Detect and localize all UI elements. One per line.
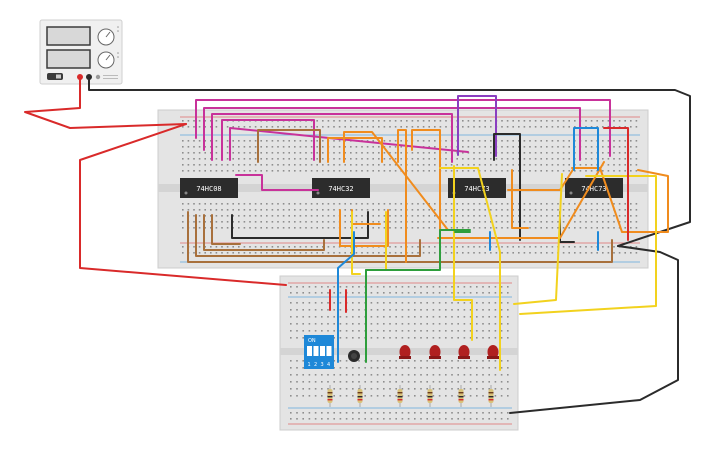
ic-74hc08[interactable]: 74HC08 <box>180 178 238 198</box>
ic-label: 74HC73 <box>581 185 606 193</box>
wire-orange-8[interactable] <box>507 167 575 191</box>
wire-magenta-3[interactable] <box>211 113 453 163</box>
ground-terminal[interactable] <box>95 74 101 80</box>
led-1[interactable] <box>399 345 411 359</box>
wire-brown-3[interactable] <box>203 214 325 251</box>
wire-orange-5[interactable] <box>437 161 605 239</box>
resistor-band <box>488 399 494 401</box>
resistor-band <box>397 399 403 401</box>
wire-yellow-1[interactable] <box>439 167 501 371</box>
resistor-band <box>458 399 464 401</box>
resistor-band <box>327 396 333 398</box>
wire-brown-5[interactable] <box>211 214 241 245</box>
wire-yellow-2[interactable] <box>453 165 473 341</box>
resistor-band <box>357 392 363 394</box>
led-3[interactable] <box>458 345 470 359</box>
ic-74hc32[interactable]: 74HC32 <box>312 178 370 198</box>
voltage-display <box>46 26 91 46</box>
wire-blue-1[interactable] <box>337 231 355 363</box>
wire-orange-1[interactable] <box>327 137 383 163</box>
resistor-band <box>427 392 433 394</box>
dip-pos-4: 4 <box>327 362 330 368</box>
wire-black-1[interactable] <box>493 133 521 241</box>
ic-label: 74HC32 <box>328 185 353 193</box>
resistor-band <box>458 392 464 394</box>
wire-magenta-2[interactable] <box>203 107 581 161</box>
resistor-band <box>488 392 494 394</box>
resistor-band <box>357 396 363 398</box>
wire-orange-3[interactable] <box>397 129 407 263</box>
wire-black-lower-ground[interactable] <box>509 245 679 414</box>
wire-purple[interactable] <box>457 95 497 157</box>
wire-magenta-4[interactable] <box>221 119 315 161</box>
resistor-band <box>427 399 433 401</box>
dip-toggle-3[interactable] <box>320 346 325 356</box>
wire-orange-6[interactable] <box>339 209 389 247</box>
resistor-band <box>327 392 333 394</box>
wire-black-ground[interactable] <box>88 79 691 247</box>
dip-toggle-4[interactable] <box>326 346 332 356</box>
wire-magenta-5[interactable] <box>229 127 469 161</box>
push-button[interactable] <box>348 350 360 362</box>
dip-pos-1: 1 <box>308 362 311 368</box>
wire-yellow-3[interactable] <box>513 173 563 305</box>
resistor-band <box>397 392 403 394</box>
resistor-band <box>357 399 363 401</box>
dip-pos-3: 3 <box>321 362 324 368</box>
wire-orange-9[interactable] <box>571 167 669 233</box>
resistor-band <box>327 399 333 401</box>
negative-terminal[interactable] <box>86 74 92 80</box>
wire-yellow-5[interactable] <box>351 211 361 275</box>
wire-red-power[interactable] <box>24 79 187 129</box>
positive-terminal[interactable] <box>77 74 83 80</box>
led-4[interactable] <box>487 345 499 359</box>
resistor-band <box>427 396 433 398</box>
led-2[interactable] <box>429 345 441 359</box>
wire-brown-2[interactable] <box>195 214 421 257</box>
ic-74hc73-a[interactable]: 74HC73 <box>448 178 506 198</box>
resistor-band <box>458 396 464 398</box>
dip-switch-on-label: ON <box>308 338 316 344</box>
wire-brown-4[interactable] <box>257 129 321 163</box>
wire-red-vcc[interactable] <box>603 127 629 241</box>
wire-blue-3[interactable] <box>573 127 599 171</box>
wire-orange-10[interactable] <box>511 169 529 229</box>
wire-magenta-6[interactable] <box>235 174 319 191</box>
dip-toggle-2[interactable] <box>313 346 319 356</box>
resistors[interactable] <box>327 385 494 407</box>
dip-switch[interactable]: ON 1 2 3 4 <box>304 335 334 369</box>
wire-green-1[interactable] <box>365 229 471 271</box>
power-supply[interactable] <box>39 19 123 85</box>
resistor-band <box>397 396 403 398</box>
wire-yellow-4[interactable] <box>519 175 657 315</box>
wire-brown-1[interactable] <box>187 211 613 263</box>
dip-toggle-1[interactable] <box>307 346 312 356</box>
resistor-band <box>488 396 494 398</box>
ic-label: 74HC08 <box>196 185 221 193</box>
ic-label: 74HC73 <box>464 185 489 193</box>
wire-orange-2[interactable] <box>343 131 449 231</box>
lower-breadboard-holes[interactable] <box>290 286 509 420</box>
wire-red-lower[interactable] <box>79 123 287 286</box>
current-display <box>46 49 91 69</box>
dip-pos-2: 2 <box>314 362 317 368</box>
